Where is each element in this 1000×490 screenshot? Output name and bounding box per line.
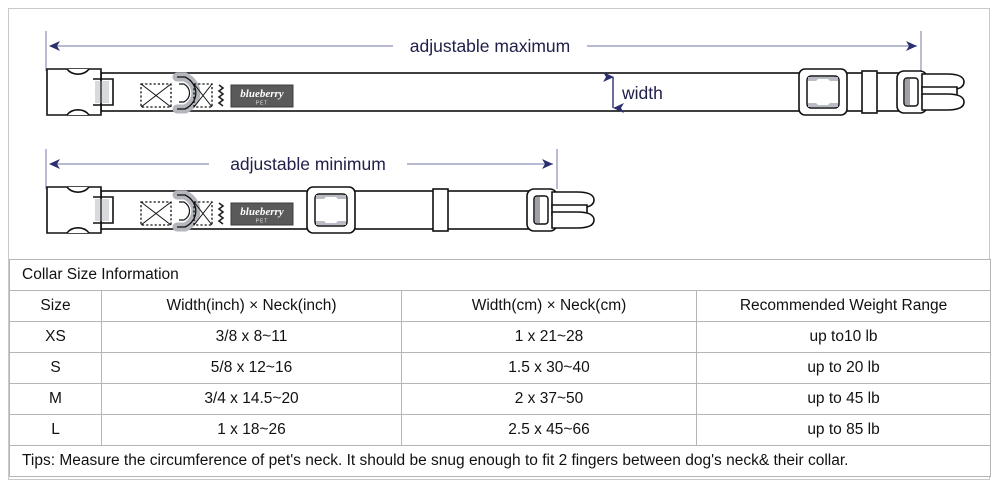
cell-size: S (9, 352, 102, 384)
table-row: S 5/8 x 12~16 1.5 x 30~40 up to 20 lb (9, 352, 992, 384)
keeper-loop (861, 70, 878, 114)
brand-tag: blueberry PET (230, 202, 294, 226)
cell-cm: 2 x 37~50 (401, 383, 697, 415)
cell-inch: 5/8 x 12~16 (101, 352, 402, 384)
collar-size-table: Collar Size Information Size Width(inch)… (8, 259, 992, 477)
adjustable-minimum-dimension: adjustable minimum (45, 149, 558, 189)
header-cm: Width(cm) × Neck(cm) (401, 290, 697, 322)
stitch-box (140, 201, 172, 226)
header-inch: Width(inch) × Neck(inch) (101, 290, 402, 322)
cell-inch: 1 x 18~26 (101, 414, 402, 446)
zigzag-stitching (217, 202, 225, 225)
slider-adjuster (798, 68, 848, 116)
cell-weight: up to 20 lb (695, 352, 992, 384)
cell-weight: up to 45 lb (695, 383, 992, 415)
header-weight: Recommended Weight Range (695, 290, 992, 322)
collar-max: blueberry PET (46, 68, 965, 116)
width-label: width (621, 83, 663, 103)
keeper-loop (432, 188, 449, 232)
d-ring (172, 72, 201, 114)
table-title: Collar Size Information (8, 259, 992, 291)
table-title-row: Collar Size Information (8, 259, 992, 291)
table-row: XS 3/8 x 8~11 1 x 21~28 up to10 lb (9, 321, 992, 353)
brand-tag-sub: PET (256, 101, 269, 107)
collar-min: blueberry PET (46, 186, 595, 234)
male-buckle (896, 70, 965, 114)
outer-frame (8, 8, 990, 480)
stitch-box (193, 83, 213, 108)
cell-cm: 2.5 x 45~66 (401, 414, 697, 446)
brand-tag-name: blueberry (240, 206, 284, 218)
tips-text: Tips: Measure the circumference of pet's… (8, 445, 992, 477)
cell-inch: 3/8 x 8~11 (101, 321, 402, 353)
table-row: L 1 x 18~26 2.5 x 45~66 up to 85 lb (9, 414, 992, 446)
cell-cm: 1.5 x 30~40 (401, 352, 697, 384)
adjustable-minimum-label: adjustable minimum (230, 154, 386, 174)
brand-tag-name: blueberry (240, 88, 284, 100)
cell-size: XS (9, 321, 102, 353)
cell-cm: 1 x 21~28 (401, 321, 697, 353)
table-row: M 3/4 x 14.5~20 2 x 37~50 up to 45 lb (9, 383, 992, 415)
adjustable-maximum-dimension: adjustable maximum (45, 31, 922, 71)
cell-size: M (9, 383, 102, 415)
stitch-box (140, 83, 172, 108)
male-buckle (526, 188, 595, 232)
cell-inch: 3/4 x 14.5~20 (101, 383, 402, 415)
table-header-row: Size Width(inch) × Neck(inch) Width(cm) … (9, 290, 992, 322)
slider-adjuster (306, 186, 356, 234)
brand-tag: blueberry PET (230, 84, 294, 108)
stitch-box (193, 201, 213, 226)
brand-tag-sub: PET (256, 219, 269, 225)
header-size: Size (9, 290, 102, 322)
zigzag-stitching (217, 84, 225, 107)
cell-size: L (9, 414, 102, 446)
table-tips-row: Tips: Measure the circumference of pet's… (8, 445, 992, 477)
d-ring (172, 190, 201, 232)
width-dimension: width (603, 72, 663, 113)
cell-weight: up to10 lb (695, 321, 992, 353)
collar-diagram: adjustable maximum (9, 9, 989, 258)
cell-weight: up to 85 lb (695, 414, 992, 446)
adjustable-maximum-label: adjustable maximum (410, 36, 570, 56)
